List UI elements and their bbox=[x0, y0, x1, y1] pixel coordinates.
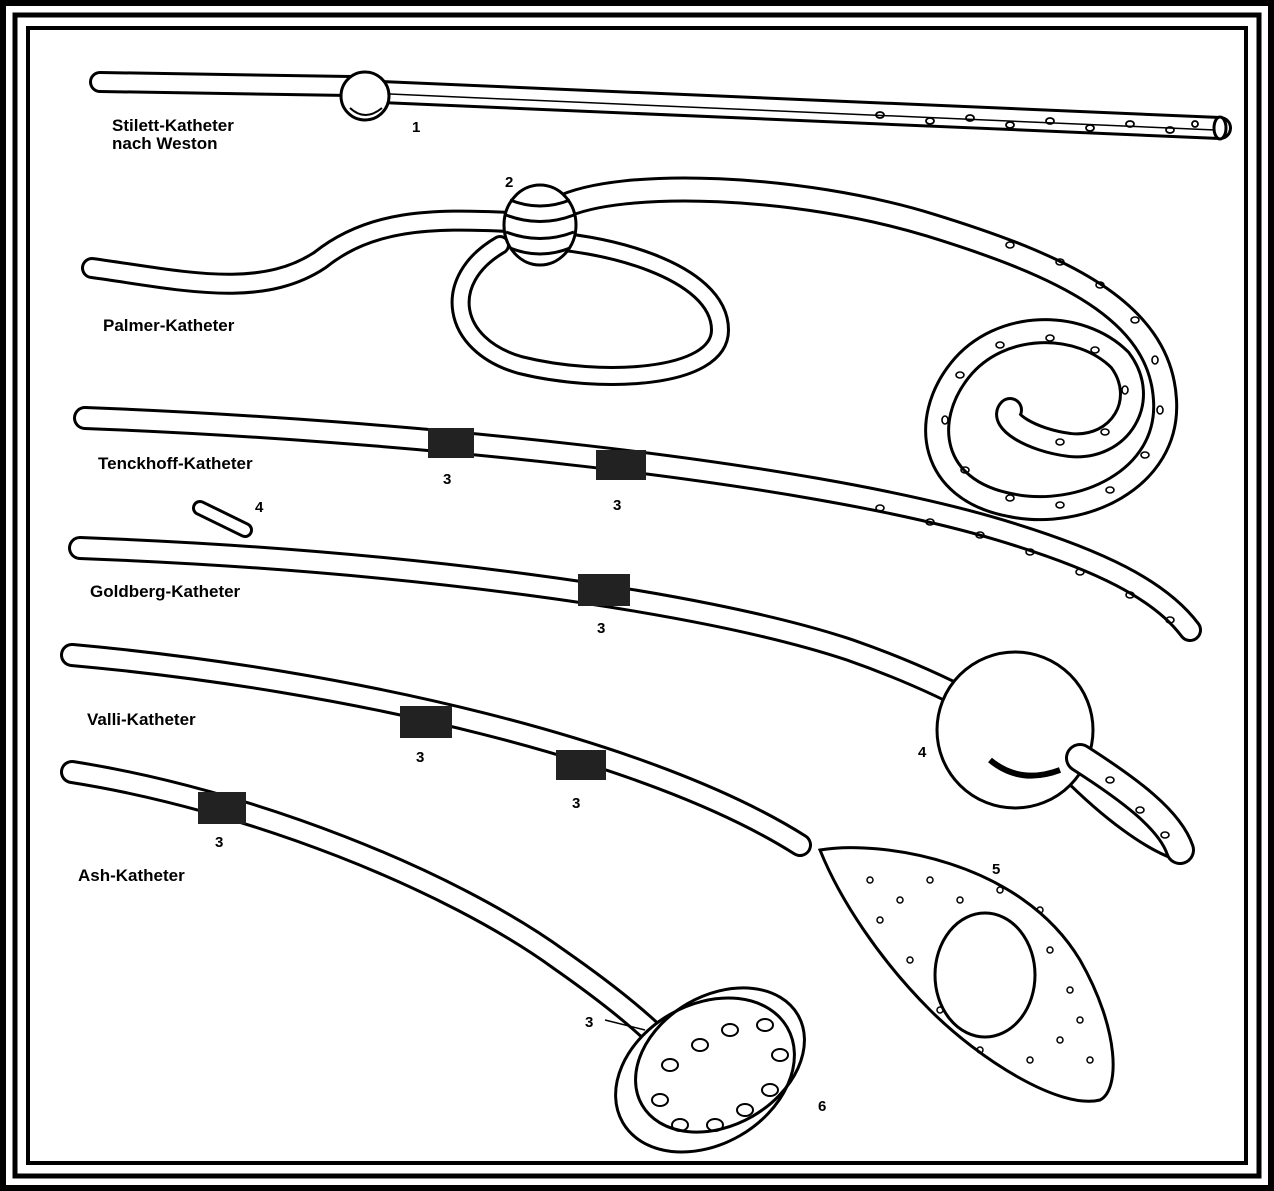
callout-3-goldberg: 3 bbox=[597, 621, 605, 636]
dacron-cuff-3a bbox=[428, 428, 474, 458]
dacron-cuff-3f bbox=[198, 792, 246, 824]
valli-label: Valli-Katheter bbox=[87, 710, 196, 729]
callout-6: 6 bbox=[818, 1099, 826, 1114]
callout-3-valli-b: 3 bbox=[572, 796, 580, 811]
callout-3-ash: 3 bbox=[215, 835, 223, 850]
dacron-cuff-3e bbox=[556, 750, 606, 780]
callout-5: 5 bbox=[992, 862, 1000, 877]
stilett-label-line1: Stilett-Katheter bbox=[112, 116, 234, 135]
callout-3-tenckhoff-a: 3 bbox=[443, 472, 451, 487]
callout-4-goldberg-port: 4 bbox=[255, 500, 263, 515]
callout-1: 1 bbox=[412, 120, 420, 135]
balloon-4 bbox=[937, 652, 1093, 808]
dacron-cuff-3b bbox=[596, 450, 646, 480]
callout-3-ash-disc: 3 bbox=[585, 1015, 593, 1030]
palmer-label: Palmer-Katheter bbox=[103, 316, 234, 335]
callout-3-tenckhoff-b: 3 bbox=[613, 498, 621, 513]
callout-3-valli-a: 3 bbox=[416, 750, 424, 765]
basket-tip-5 bbox=[820, 848, 1113, 1102]
callout-2: 2 bbox=[505, 175, 513, 190]
stilett-catheter-drawing bbox=[100, 72, 1226, 139]
ash-catheter-drawing bbox=[72, 772, 830, 1183]
cuff-ball-1 bbox=[341, 72, 389, 120]
stilett-label-line2: nach Weston bbox=[112, 134, 217, 153]
goldberg-label: Goldberg-Katheter bbox=[90, 582, 240, 601]
ash-label: Ash-Katheter bbox=[78, 866, 185, 885]
dacron-cuff-3c bbox=[578, 574, 630, 606]
dacron-cuff-3d bbox=[400, 706, 452, 738]
ribbed-cuff-2 bbox=[504, 185, 576, 265]
tenckhoff-label: Tenckhoff-Katheter bbox=[98, 454, 253, 473]
callout-4-balloon: 4 bbox=[918, 745, 926, 760]
